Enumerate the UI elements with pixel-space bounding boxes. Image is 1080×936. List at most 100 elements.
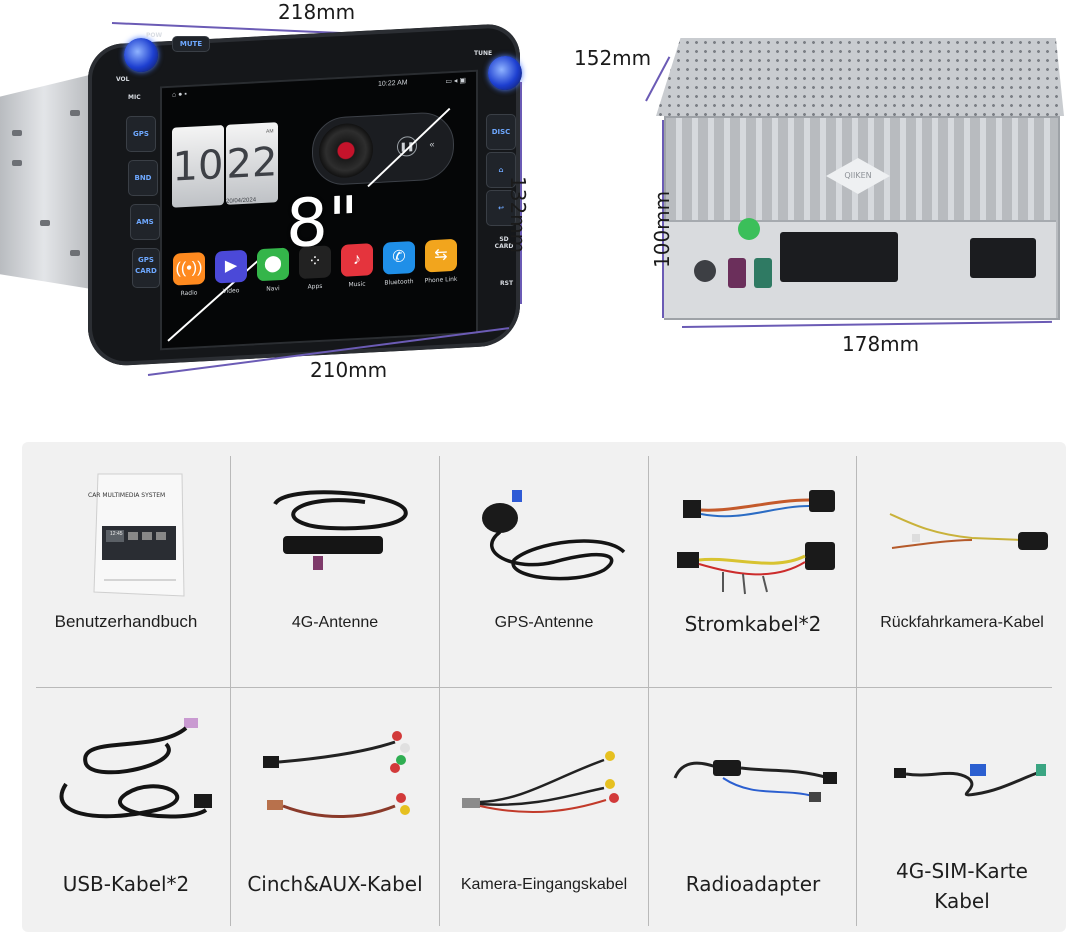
link-icon: ⇆	[425, 238, 457, 273]
clock-date: 20/04/2024	[226, 197, 257, 205]
dimension-back-height: 100mm	[650, 190, 674, 268]
status-icons: ▭ ◂ ▣	[445, 77, 466, 86]
accessory-label: Cinch&AUX-Kabel	[247, 872, 423, 896]
accessory-sim-card-cable: 4G-SIM-Karte Kabel	[858, 688, 1066, 932]
accessory-power-cable: Stromkabel*2	[649, 442, 857, 686]
home-button[interactable]: ⌂	[486, 152, 516, 188]
app-video[interactable]: ▶Video	[214, 249, 248, 296]
back-icon: ↩	[498, 204, 504, 212]
reverse-camera-cable-icon	[889, 513, 1048, 550]
app-apps[interactable]: ⁘ Apps	[298, 245, 332, 291]
usb-camera-connector	[970, 238, 1036, 278]
app-radio[interactable]: ((•))Radio	[172, 251, 206, 298]
accessory-label: Radioadapter	[685, 872, 821, 896]
power-jack	[694, 260, 716, 282]
app-label: Bluetooth	[384, 278, 414, 287]
grid-divider	[36, 687, 1052, 688]
grid-divider	[648, 456, 649, 926]
accessory-label: USB-Kabel*2	[62, 872, 190, 896]
next-track-icon[interactable]: «	[429, 138, 435, 150]
clock-ampm: AM	[266, 128, 274, 135]
app-label: Music	[348, 280, 366, 289]
mute-button[interactable]: MUTE	[172, 36, 210, 52]
disc-button[interactable]: DISC	[486, 114, 516, 150]
accessory-label: Stromkabel*2	[684, 612, 822, 636]
manual-cover-title: CAR MULTIMEDIA SYSTEM	[88, 492, 166, 499]
dimension-depth: 152mm	[574, 46, 652, 70]
accessory-radio-adapter: Radioadapter	[649, 688, 857, 932]
ams-button[interactable]: AMS	[130, 204, 160, 240]
ventilated-top-cover	[656, 38, 1064, 116]
grid-divider	[439, 456, 440, 926]
app-dock: ((•))Radio ▶Video ⬤ Navi ⁘ Apps ♪Music ✆ Bl…	[172, 238, 458, 298]
video-icon: ▶	[215, 249, 247, 284]
grid-divider	[856, 456, 857, 926]
app-music[interactable]: ♪Music	[340, 243, 374, 289]
power-volume-knob[interactable]	[124, 38, 158, 72]
mic-label: MIC	[128, 94, 141, 101]
main-harness-connector	[780, 232, 898, 282]
gps-button[interactable]: GPS	[126, 116, 156, 152]
accessory-label: 4G-Antenne	[291, 614, 379, 631]
accessory-reverse-camera-cable: Rückfahrkamera-Kabel	[858, 442, 1066, 686]
antenna-icon	[273, 490, 408, 570]
status-time: 10:22 AM	[378, 79, 408, 88]
radio-adapter-icon	[673, 760, 837, 802]
usb-cable-icon	[59, 718, 212, 819]
sd-card-label: SD CARD	[494, 236, 514, 250]
ams-button-label: AMS	[136, 218, 154, 226]
gps-card-label: GPS CARD	[135, 256, 157, 275]
dimension-front-width-top: 218mm	[278, 0, 356, 24]
manual-cover-time: 12:45	[110, 531, 123, 537]
map-pin-icon: ⬤	[257, 247, 289, 282]
tune-label: TUNE	[474, 50, 493, 57]
accessory-gps-antenna: GPS-Antenne	[440, 442, 648, 686]
camera-input-cable-icon	[462, 751, 619, 813]
accessory-camera-input-cable: Kamera-Eingangskabel	[440, 688, 648, 932]
gps-fakra-connector	[728, 258, 746, 288]
app-phone-link[interactable]: ⇆ Phone Link	[424, 238, 458, 285]
accessory-usb-cable: USB-Kabel*2	[22, 688, 230, 932]
grid-icon: ⁘	[299, 245, 331, 280]
phone-icon: ✆	[383, 240, 415, 275]
sim-cable-icon	[894, 764, 1046, 797]
accessory-manual: CAR MULTIMEDIA SYSTEM 12:45 Benutzerhand…	[22, 442, 230, 686]
tune-knob[interactable]	[488, 56, 522, 90]
accessories-panel: CAR MULTIMEDIA SYSTEM 12:45 Benutzerhand…	[22, 442, 1066, 932]
dimension-front-height: 132mm	[506, 176, 530, 254]
accessory-label: Benutzerhandbuch	[54, 612, 198, 631]
gps-antenna-icon	[482, 490, 626, 581]
app-label: Apps	[307, 282, 323, 291]
gps-card-slot[interactable]: GPS CARD	[132, 248, 160, 288]
disc-button-label: DISC	[491, 128, 511, 136]
accessory-4g-antenna: 4G-Antenne	[231, 442, 439, 686]
mute-button-label: MUTE	[179, 40, 203, 48]
dimension-line-back-height	[662, 120, 664, 318]
radio-front-view: POW VOL MIC TUNE MUTE GPS BND AMS GPS CA…	[0, 22, 530, 382]
back-button[interactable]: ↩	[486, 190, 516, 226]
grid-divider	[230, 456, 231, 926]
app-navi[interactable]: ⬤ Navi	[256, 247, 290, 294]
rst-label: RST	[500, 280, 514, 287]
radio-touchscreen[interactable]: ⌂ ● ▪ 10:22 AM ▭ ◂ ▣ 10 22 AM 20/04/2024…	[160, 69, 478, 351]
accessory-label: Kamera-Eingangskabel	[460, 876, 628, 893]
app-bluetooth[interactable]: ✆ Bluetooth	[382, 240, 416, 287]
accessory-label: Rückfahrkamera-Kabel	[880, 614, 1044, 631]
app-label: Radio	[180, 289, 198, 298]
disc-icon	[319, 122, 373, 179]
home-screen-icon: ⌂ ● ▪	[172, 90, 187, 99]
gps-button-label: GPS	[133, 130, 149, 138]
radio-back-view: QIIKEN	[650, 30, 1070, 330]
home-icon: ⌂	[498, 166, 504, 174]
rca-cable-icon	[263, 731, 410, 819]
accessory-rca-aux-cable: Cinch&AUX-Kabel	[231, 688, 439, 932]
dimension-back-width: 178mm	[842, 332, 920, 356]
accessory-label: GPS-Antenne	[494, 614, 594, 631]
app-label: Phone Link	[424, 275, 458, 285]
accessory-label: 4G-SIM-Karte Kabel	[896, 859, 1028, 913]
app-label: Navi	[266, 285, 280, 293]
bnd-button[interactable]: BND	[128, 160, 158, 196]
green-sticker	[738, 218, 760, 240]
clock-hours: 10	[172, 124, 224, 208]
vol-label: VOL	[116, 76, 130, 83]
